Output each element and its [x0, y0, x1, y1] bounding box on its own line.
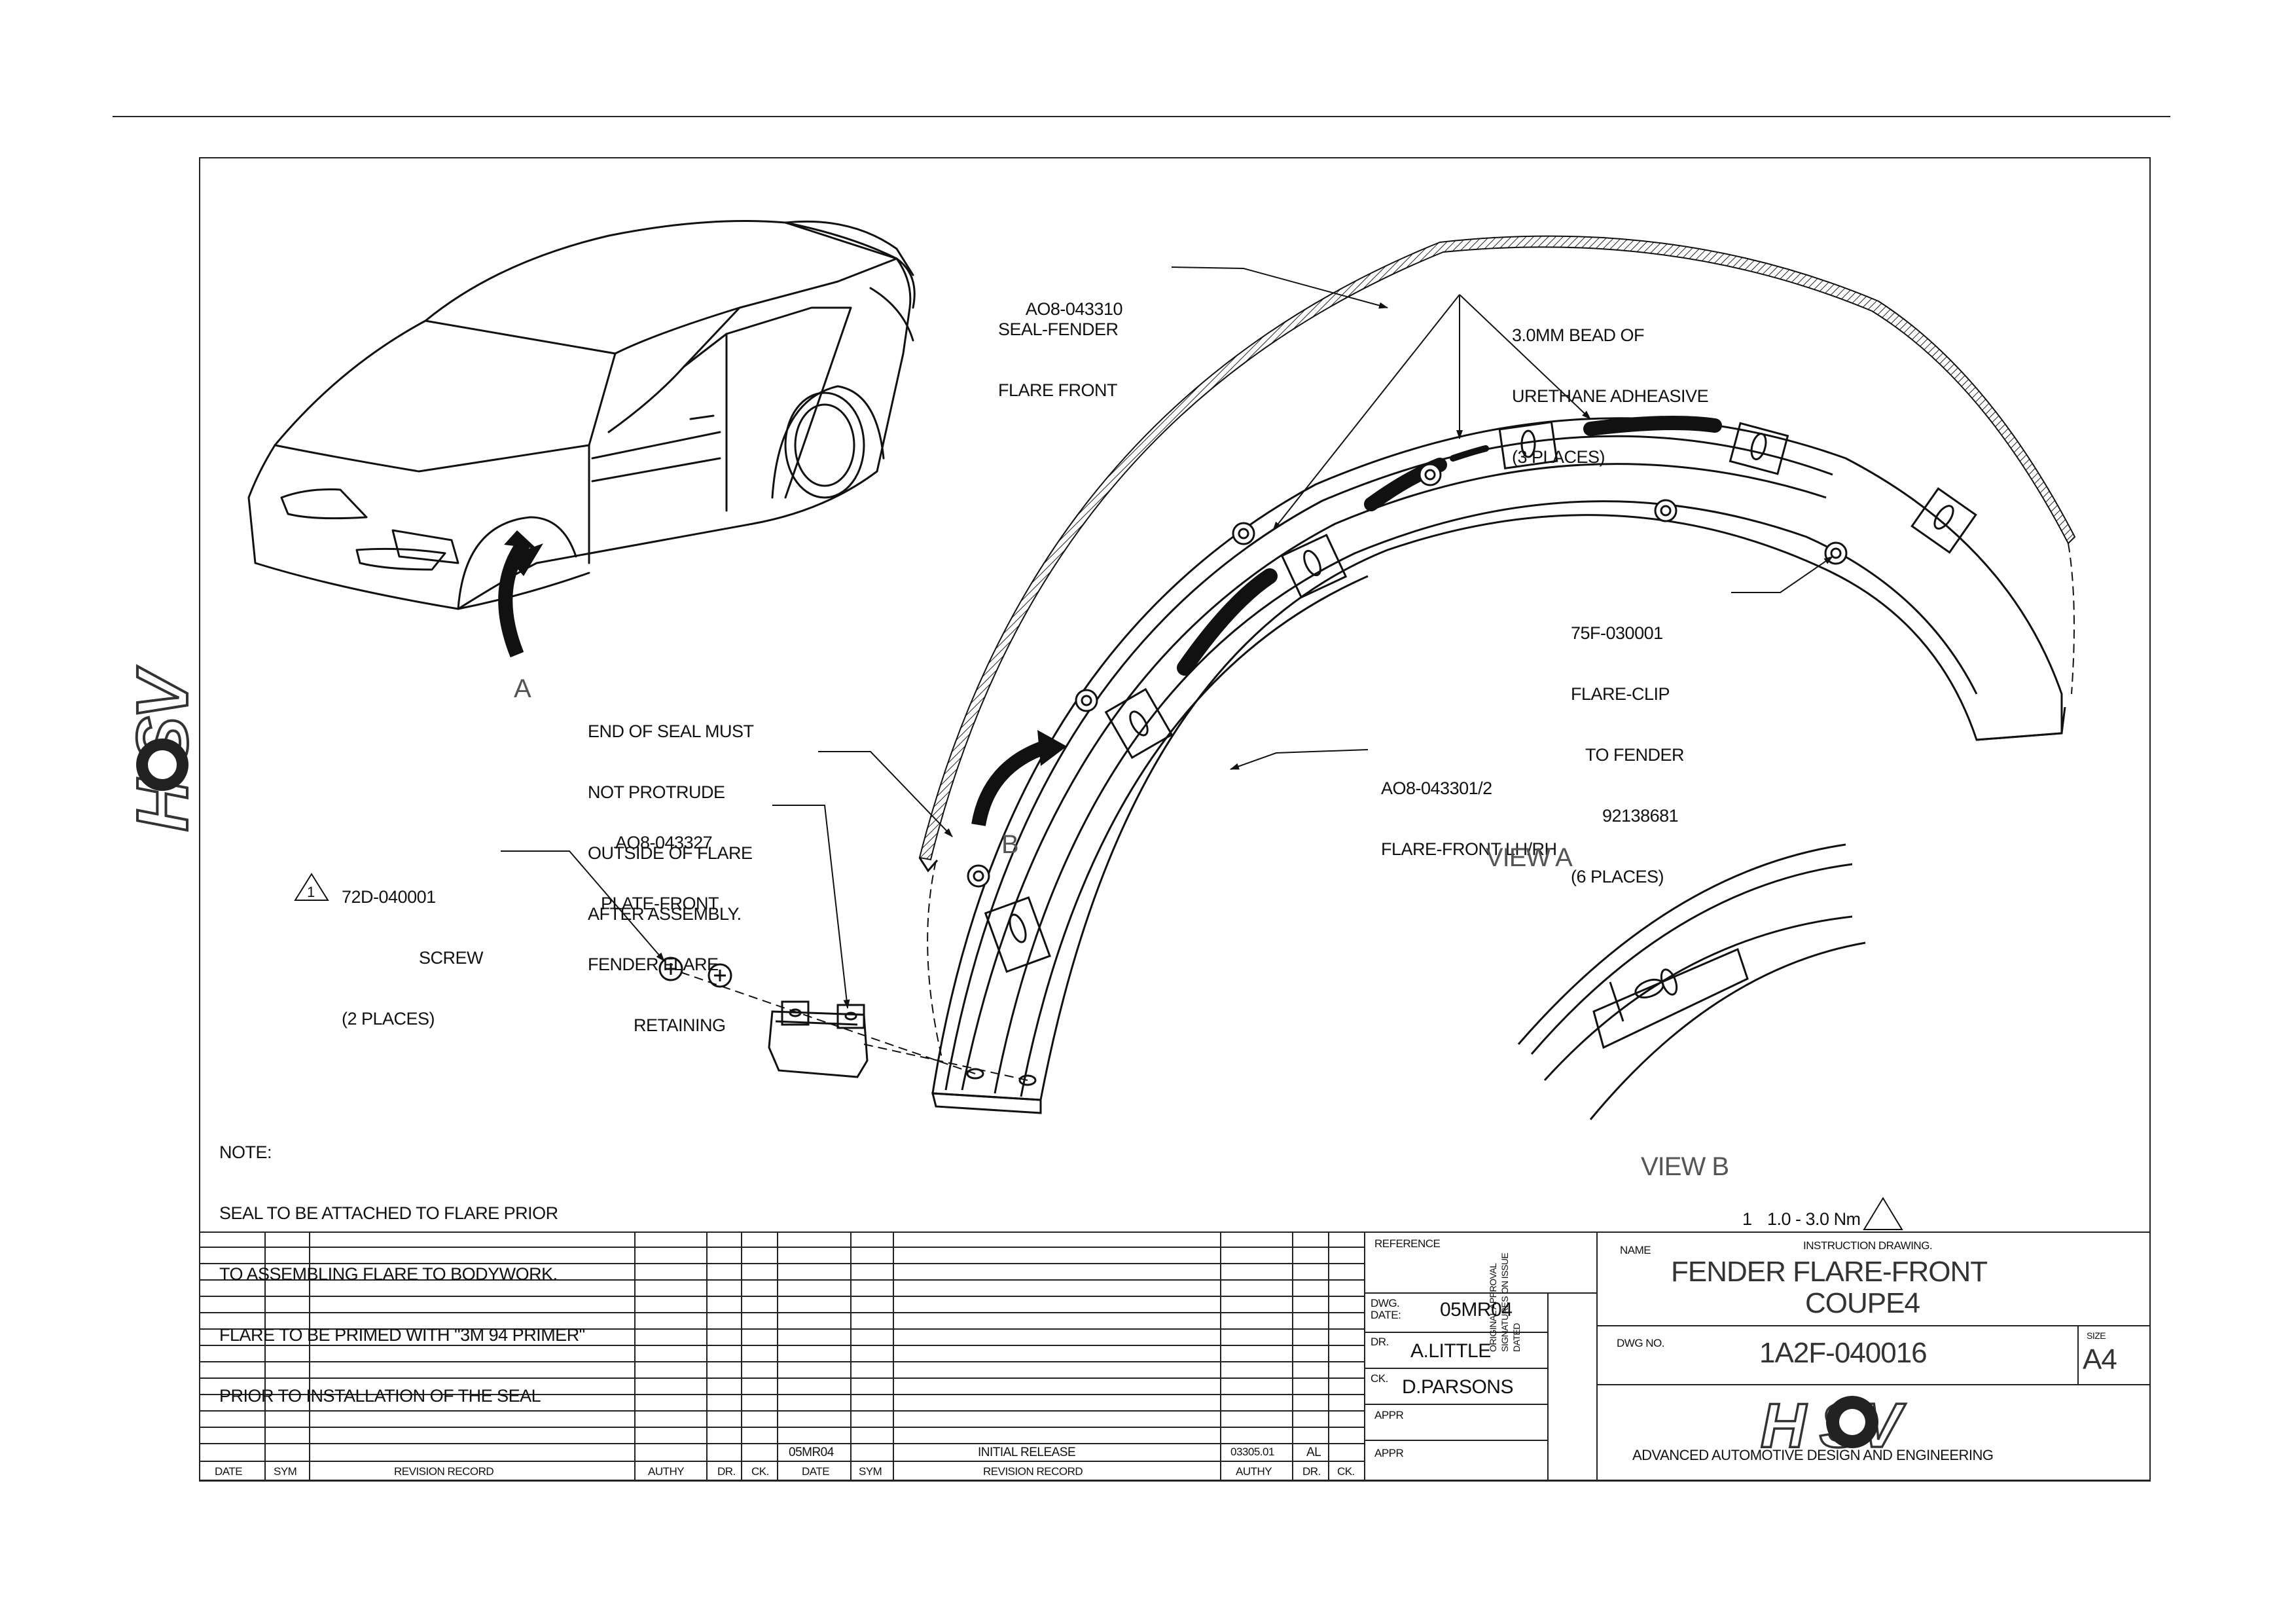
rev-header-ck-1: CK. [751, 1465, 769, 1478]
seal-fender [918, 235, 2076, 873]
seal-callout: AO8-043310 [982, 259, 1123, 340]
drawn-by: A.LITTLE [1410, 1340, 1491, 1362]
rev-entry-date: 05MR04 [789, 1446, 834, 1459]
screw-part-number: 72D-040001 [342, 887, 436, 907]
screw-name: SCREW [419, 948, 484, 968]
bead-callout: 3.0mm BEAD OF URETHANE ADHEASIVE (3 PLAC… [1512, 285, 1709, 488]
note-line3: FLARE TO BE PRIMED WITH "3M 94 PRIMER" [219, 1325, 585, 1345]
bead-line1: 3.0mm BEAD OF [1512, 325, 1645, 345]
clip-line4: 92138681 [1602, 806, 1679, 826]
view-b-arrow [971, 730, 1067, 826]
clip-line5: (6 PLACES) [1571, 867, 1664, 886]
ck-label: CK. [1371, 1372, 1388, 1385]
end-seal-line2: NOT PROTRUDE [588, 782, 725, 802]
revision-table-grid [199, 1231, 1365, 1482]
checked-by: D.PARSONS [1402, 1376, 1513, 1398]
view-a-arrow [498, 530, 543, 658]
view-b-detail [1517, 843, 1866, 1120]
size-label: SIZE [2087, 1330, 2106, 1341]
clip-pockets [984, 421, 1977, 974]
name-label: NAME [1620, 1244, 1651, 1256]
screw-note-number: 1 [307, 884, 315, 900]
rev-entry-record: INITIAL RELEASE [978, 1446, 1076, 1459]
plate-callout: AO8-043327 PLATE-FRONT FENDER FLARE RETA… [588, 792, 726, 1056]
view-a-arrow-label: A [514, 674, 531, 703]
end-seal-line1: END OF SEAL MUST [588, 721, 754, 741]
plate-line2: PLATE-FRONT [601, 894, 719, 913]
seal-name-line1: SEAL-FENDER [998, 319, 1119, 339]
svg-text:H SV: H SV [1761, 1391, 1906, 1461]
assembly-dash-lines [680, 543, 2075, 1081]
end-seal-line3: OUTSIDE OF FLARE [588, 843, 753, 863]
clip-line3: TO FENDER [1585, 745, 1685, 765]
company-name: ADVANCED AUTOMOTIVE DESIGN AND ENGINEERI… [1632, 1447, 1994, 1463]
note-line4: PRIOR TO INSTALLATION OF THE SEAL [219, 1386, 541, 1406]
bead-line3: (3 PLACES) [1512, 447, 1605, 467]
flare-part-number: AO8-043301/2 [1381, 778, 1492, 798]
rev-header-date-2: DATE [802, 1465, 830, 1478]
rev-header-dr-1: DR. [717, 1465, 736, 1478]
rev-header-sym-1: SYM [274, 1465, 297, 1478]
rev-header-record-2: REVISION RECORD [983, 1465, 1083, 1478]
dwg-date: 05MR04 [1440, 1299, 1513, 1321]
seal-name-line2: FLARE FRONT [998, 380, 1118, 400]
rev-header-authy-1: AUTHY [648, 1465, 685, 1478]
screw-note-triangle [294, 873, 329, 901]
sheet-size: A4 [2083, 1343, 2117, 1376]
plate-line3: FENDER FLARE [588, 955, 719, 974]
view-a-title: VIEW A [1486, 843, 1573, 872]
rev-header-dr-2: DR. [1302, 1465, 1321, 1478]
flare-callout: AO8-043301/2 FLARE-FRONT LH/RH [1381, 738, 1557, 880]
side-hsv-logo: H SV [121, 665, 204, 833]
drawing-name-line1: FENDER FLARE-FRONT [1671, 1256, 1988, 1288]
drawing-number: 1A2F-040016 [1759, 1337, 1928, 1369]
approval-note: ORIGINAL APPROVAL SIGNATURES ON ISSUE DA… [1488, 1252, 1522, 1352]
bead-line2: URETHANE ADHEASIVE [1512, 386, 1709, 406]
screws [658, 957, 732, 988]
clip-line2: FLARE-CLIP [1571, 684, 1670, 704]
torque-triangle [1863, 1197, 1903, 1230]
rev-header-ck-2: CK. [1337, 1465, 1355, 1478]
title-block-grid [1364, 1231, 2151, 1482]
rev-header-record-1: REVISION RECORD [394, 1465, 494, 1478]
appr-label-2: APPR [1374, 1447, 1404, 1459]
end-seal-line4: AFTER ASSEMBLY. [588, 904, 742, 924]
view-b-title: VIEW B [1641, 1152, 1729, 1181]
plate-part-number: AO8-043327 [615, 833, 713, 852]
reference-label: REFERENCE [1374, 1237, 1441, 1250]
leader-lines [501, 266, 1833, 1009]
drawing-name-line2: COUPE4 [1805, 1287, 1920, 1319]
note-line1: SEAL TO BE ATTACHED TO FLARE PRIOR [219, 1203, 558, 1223]
rev-entry-dr: AL [1306, 1446, 1321, 1459]
dwg-date-label: DWG. DATE: [1371, 1297, 1401, 1321]
car-illustration [247, 220, 916, 610]
flare-name: FLARE-FRONT LH/RH [1381, 839, 1557, 859]
torque-index: 1 [1742, 1209, 1752, 1229]
rev-header-authy-2: AUTHY [1236, 1465, 1272, 1478]
clip-callout: 75F-030001 FLARE-CLIP TO FENDER 92138681… [1571, 583, 1685, 907]
rev-header-date-1: DATE [215, 1465, 243, 1478]
rev-entry-authy: 03305.01 [1230, 1446, 1274, 1458]
note-heading: NOTE: [219, 1142, 272, 1162]
hsv-logo: H SV [1759, 1389, 1909, 1462]
appr-label-1: APPR [1374, 1409, 1404, 1421]
plate-line4: RETAINING [634, 1015, 726, 1035]
dwg-no-label: DWG NO. [1617, 1337, 1665, 1349]
retaining-plate [768, 1000, 869, 1078]
screw-callout: 72D-040001 SCREW (2 PLACES) [342, 847, 484, 1049]
clip-part-number: 75F-030001 [1571, 623, 1663, 643]
seal-name: SEAL-FENDER FLARE FRONT [998, 279, 1119, 421]
torque-spec: 1.0 - 3.0 Nm [1767, 1209, 1861, 1229]
seal-part-number: AO8-043310 [1025, 299, 1123, 319]
note-line2: TO ASSEMBLING FLARE TO BODYWORK. [219, 1264, 558, 1284]
screw-qty: (2 PLACES) [342, 1009, 435, 1029]
fender-flare [931, 417, 2066, 1114]
view-b-arrow-label: B [1001, 830, 1019, 859]
end-seal-note: END OF SEAL MUST NOT PROTRUDE OUTSIDE OF… [588, 681, 754, 945]
instruction-label: INSTRUCTION DRAWING. [1803, 1239, 1933, 1252]
dr-label: DR. [1371, 1336, 1389, 1348]
rev-header-sym-2: SYM [859, 1465, 882, 1478]
assembly-note: NOTE: SEAL TO BE ATTACHED TO FLARE PRIOR… [219, 1102, 585, 1427]
